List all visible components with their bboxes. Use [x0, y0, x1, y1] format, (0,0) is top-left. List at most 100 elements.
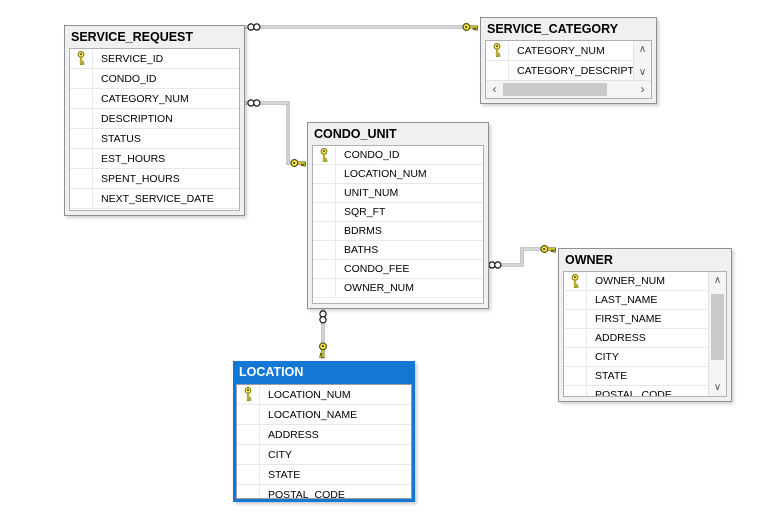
field-row[interactable]: STATE: [237, 465, 411, 485]
field-name: FIRST_NAME: [595, 313, 662, 325]
field-row[interactable]: LOCATION_NUM: [313, 165, 483, 184]
field-name: ADDRESS: [595, 332, 646, 344]
field-name: POSTAL_CODE: [595, 389, 672, 397]
scroll-right-icon[interactable]: ›: [640, 82, 645, 96]
field-row[interactable]: ADDRESS: [564, 329, 709, 348]
primary-key-icon: [486, 41, 509, 60]
field-row[interactable]: UNIT_NUM: [313, 184, 483, 203]
field-name: BDRMS: [344, 225, 382, 237]
table-title[interactable]: SERVICE_CATEGORY: [487, 22, 619, 36]
field-name: ADDRESS: [268, 428, 319, 441]
key-cell: [237, 465, 260, 484]
field-grid: CONDO_ID LOCATION_NUM UNIT_NUM SQR_FT BD…: [312, 145, 484, 304]
table-location[interactable]: LOCATION LOCATION_NUM LOCATION_NAME ADDR…: [233, 361, 415, 502]
scroll-up-icon[interactable]: ∧: [713, 275, 722, 286]
key-cell: [70, 89, 93, 108]
field-row[interactable]: OWNER_NUM: [313, 279, 483, 298]
field-name: STATUS: [101, 132, 141, 145]
field-name: OWNER_NUM: [595, 275, 665, 287]
key-cell: [70, 129, 93, 148]
key-one-side-icon: [462, 23, 479, 31]
vertical-scrollbar[interactable]: ∧ ∨: [633, 41, 651, 81]
field-row[interactable]: CATEGORY_DESCRIPTION: [486, 61, 634, 81]
field-name: CONDO_ID: [101, 72, 157, 85]
scroll-up-icon[interactable]: ∧: [638, 44, 647, 55]
key-cell: [313, 184, 336, 202]
table-title[interactable]: CONDO_UNIT: [314, 127, 397, 141]
key-cell: [564, 310, 587, 328]
key-cell: [564, 329, 587, 347]
field-row[interactable]: POSTAL_CODE: [237, 485, 411, 499]
field-row[interactable]: CATEGORY_NUM: [70, 89, 239, 109]
field-row[interactable]: EST_HOURS: [70, 149, 239, 169]
field-row[interactable]: POSTAL_CODE: [564, 386, 709, 397]
field-name: LAST_NAME: [595, 294, 658, 306]
relationship-condo-unit-location[interactable]: [319, 308, 327, 359]
table-service-request[interactable]: SERVICE_REQUEST SERVICE_ID CONDO_ID CATE…: [64, 25, 245, 216]
field-row[interactable]: CITY: [564, 348, 709, 367]
field-name: CITY: [595, 351, 619, 363]
table-title[interactable]: LOCATION: [239, 365, 304, 379]
table-service-category[interactable]: SERVICE_CATEGORY CATEGORY_NUM CATEGORY_D…: [480, 17, 657, 104]
relationship-service-request-service-category[interactable]: [244, 23, 479, 31]
scroll-down-icon[interactable]: ∨: [638, 67, 647, 78]
field-row[interactable]: ADDRESS: [237, 425, 411, 445]
field-name: SERVICE_ID: [101, 52, 164, 65]
field-name: BATHS: [344, 244, 379, 256]
table-owner[interactable]: OWNER OWNER_NUM LAST_NAME FIRST_NAME ADD…: [558, 248, 732, 402]
field-row[interactable]: CATEGORY_NUM: [486, 41, 634, 61]
field-name: SQR_FT: [344, 206, 386, 218]
key-cell: [70, 149, 93, 168]
field-row[interactable]: CITY: [237, 445, 411, 465]
key-cell: [313, 260, 336, 278]
key-cell: [564, 367, 587, 385]
field-name: LOCATION_NUM: [344, 168, 427, 180]
infinity-many-side-icon: [319, 310, 327, 324]
key-cell: [237, 425, 260, 444]
field-row[interactable]: STATE: [564, 367, 709, 386]
field-row[interactable]: NEXT_SERVICE_DATE: [70, 189, 239, 209]
field-grid: OWNER_NUM LAST_NAME FIRST_NAME ADDRESS C…: [563, 271, 727, 397]
field-row[interactable]: CONDO_FEE: [313, 260, 483, 279]
horizontal-scrollbar-thumb[interactable]: [503, 83, 607, 96]
field-row[interactable]: CONDO_ID: [313, 146, 483, 165]
key-cell: [564, 291, 587, 309]
key-cell: [237, 485, 260, 498]
relationship-condo-unit-owner[interactable]: [487, 245, 557, 269]
field-name: CITY: [268, 448, 292, 461]
field-row[interactable]: OWNER_NUM: [564, 272, 709, 291]
field-name: LOCATION_NAME: [268, 408, 358, 421]
relationship-service-request-condo-unit[interactable]: [244, 99, 307, 167]
scroll-left-icon[interactable]: ‹: [492, 82, 497, 96]
field-row[interactable]: STATUS: [70, 129, 239, 149]
field-name: SPENT_HOURS: [101, 172, 180, 185]
table-title[interactable]: SERVICE_REQUEST: [71, 30, 194, 44]
field-row[interactable]: BATHS: [313, 241, 483, 260]
key-cell: [564, 348, 587, 366]
field-row[interactable]: CONDO_ID: [70, 69, 239, 89]
field-name: STATE: [595, 370, 628, 382]
scroll-down-icon[interactable]: ∨: [713, 382, 722, 393]
key-cell: [70, 189, 93, 208]
field-row[interactable]: LOCATION_NUM: [237, 385, 411, 405]
table-condo-unit[interactable]: CONDO_UNIT CONDO_ID LOCATION_NUM UNIT_NU…: [307, 122, 489, 309]
field-name: CONDO_FEE: [344, 263, 410, 275]
vertical-scrollbar-thumb[interactable]: [711, 294, 724, 360]
field-row[interactable]: LAST_NAME: [564, 291, 709, 310]
field-name: EST_HOURS: [101, 152, 166, 165]
field-row[interactable]: SQR_FT: [313, 203, 483, 222]
primary-key-icon: [313, 146, 336, 164]
table-title[interactable]: OWNER: [565, 253, 613, 267]
horizontal-scrollbar[interactable]: ‹ ›: [486, 80, 651, 98]
field-name: POSTAL_CODE: [268, 488, 345, 499]
field-row[interactable]: FIRST_NAME: [564, 310, 709, 329]
field-row[interactable]: BDRMS: [313, 222, 483, 241]
field-row[interactable]: LOCATION_NAME: [237, 405, 411, 425]
field-row[interactable]: SERVICE_ID: [70, 49, 239, 69]
field-row[interactable]: DESCRIPTION: [70, 109, 239, 129]
field-row[interactable]: SPENT_HOURS: [70, 169, 239, 189]
key-cell: [237, 405, 260, 424]
vertical-scrollbar[interactable]: ∧ ∨: [708, 272, 726, 396]
infinity-many-side-icon: [488, 261, 502, 269]
